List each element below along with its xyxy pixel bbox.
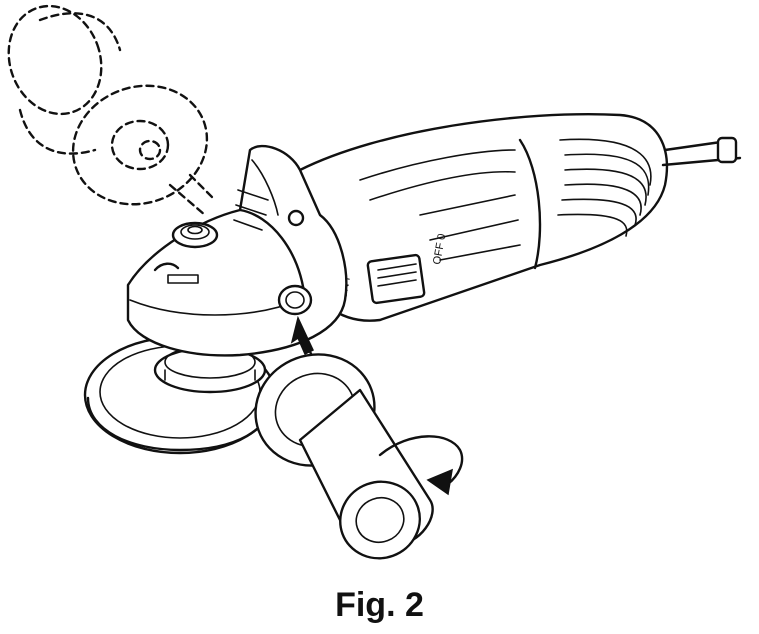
angle-grinder-illustration: ON I OFF 0 [7,4,742,560]
switch-off-label: OFF 0 [431,233,448,266]
alternate-handle-position-ghost [7,4,217,217]
handle-mount-hole [277,209,313,316]
power-cord [661,136,742,167]
side-handle [254,353,434,560]
insert-arrow-icon [290,315,314,358]
figure-caption: Fig. 2 [335,586,424,624]
spindle-lock-button[interactable] [171,221,219,249]
tighten-rotation-arrow-icon [378,435,464,496]
motor-housing [298,113,669,322]
